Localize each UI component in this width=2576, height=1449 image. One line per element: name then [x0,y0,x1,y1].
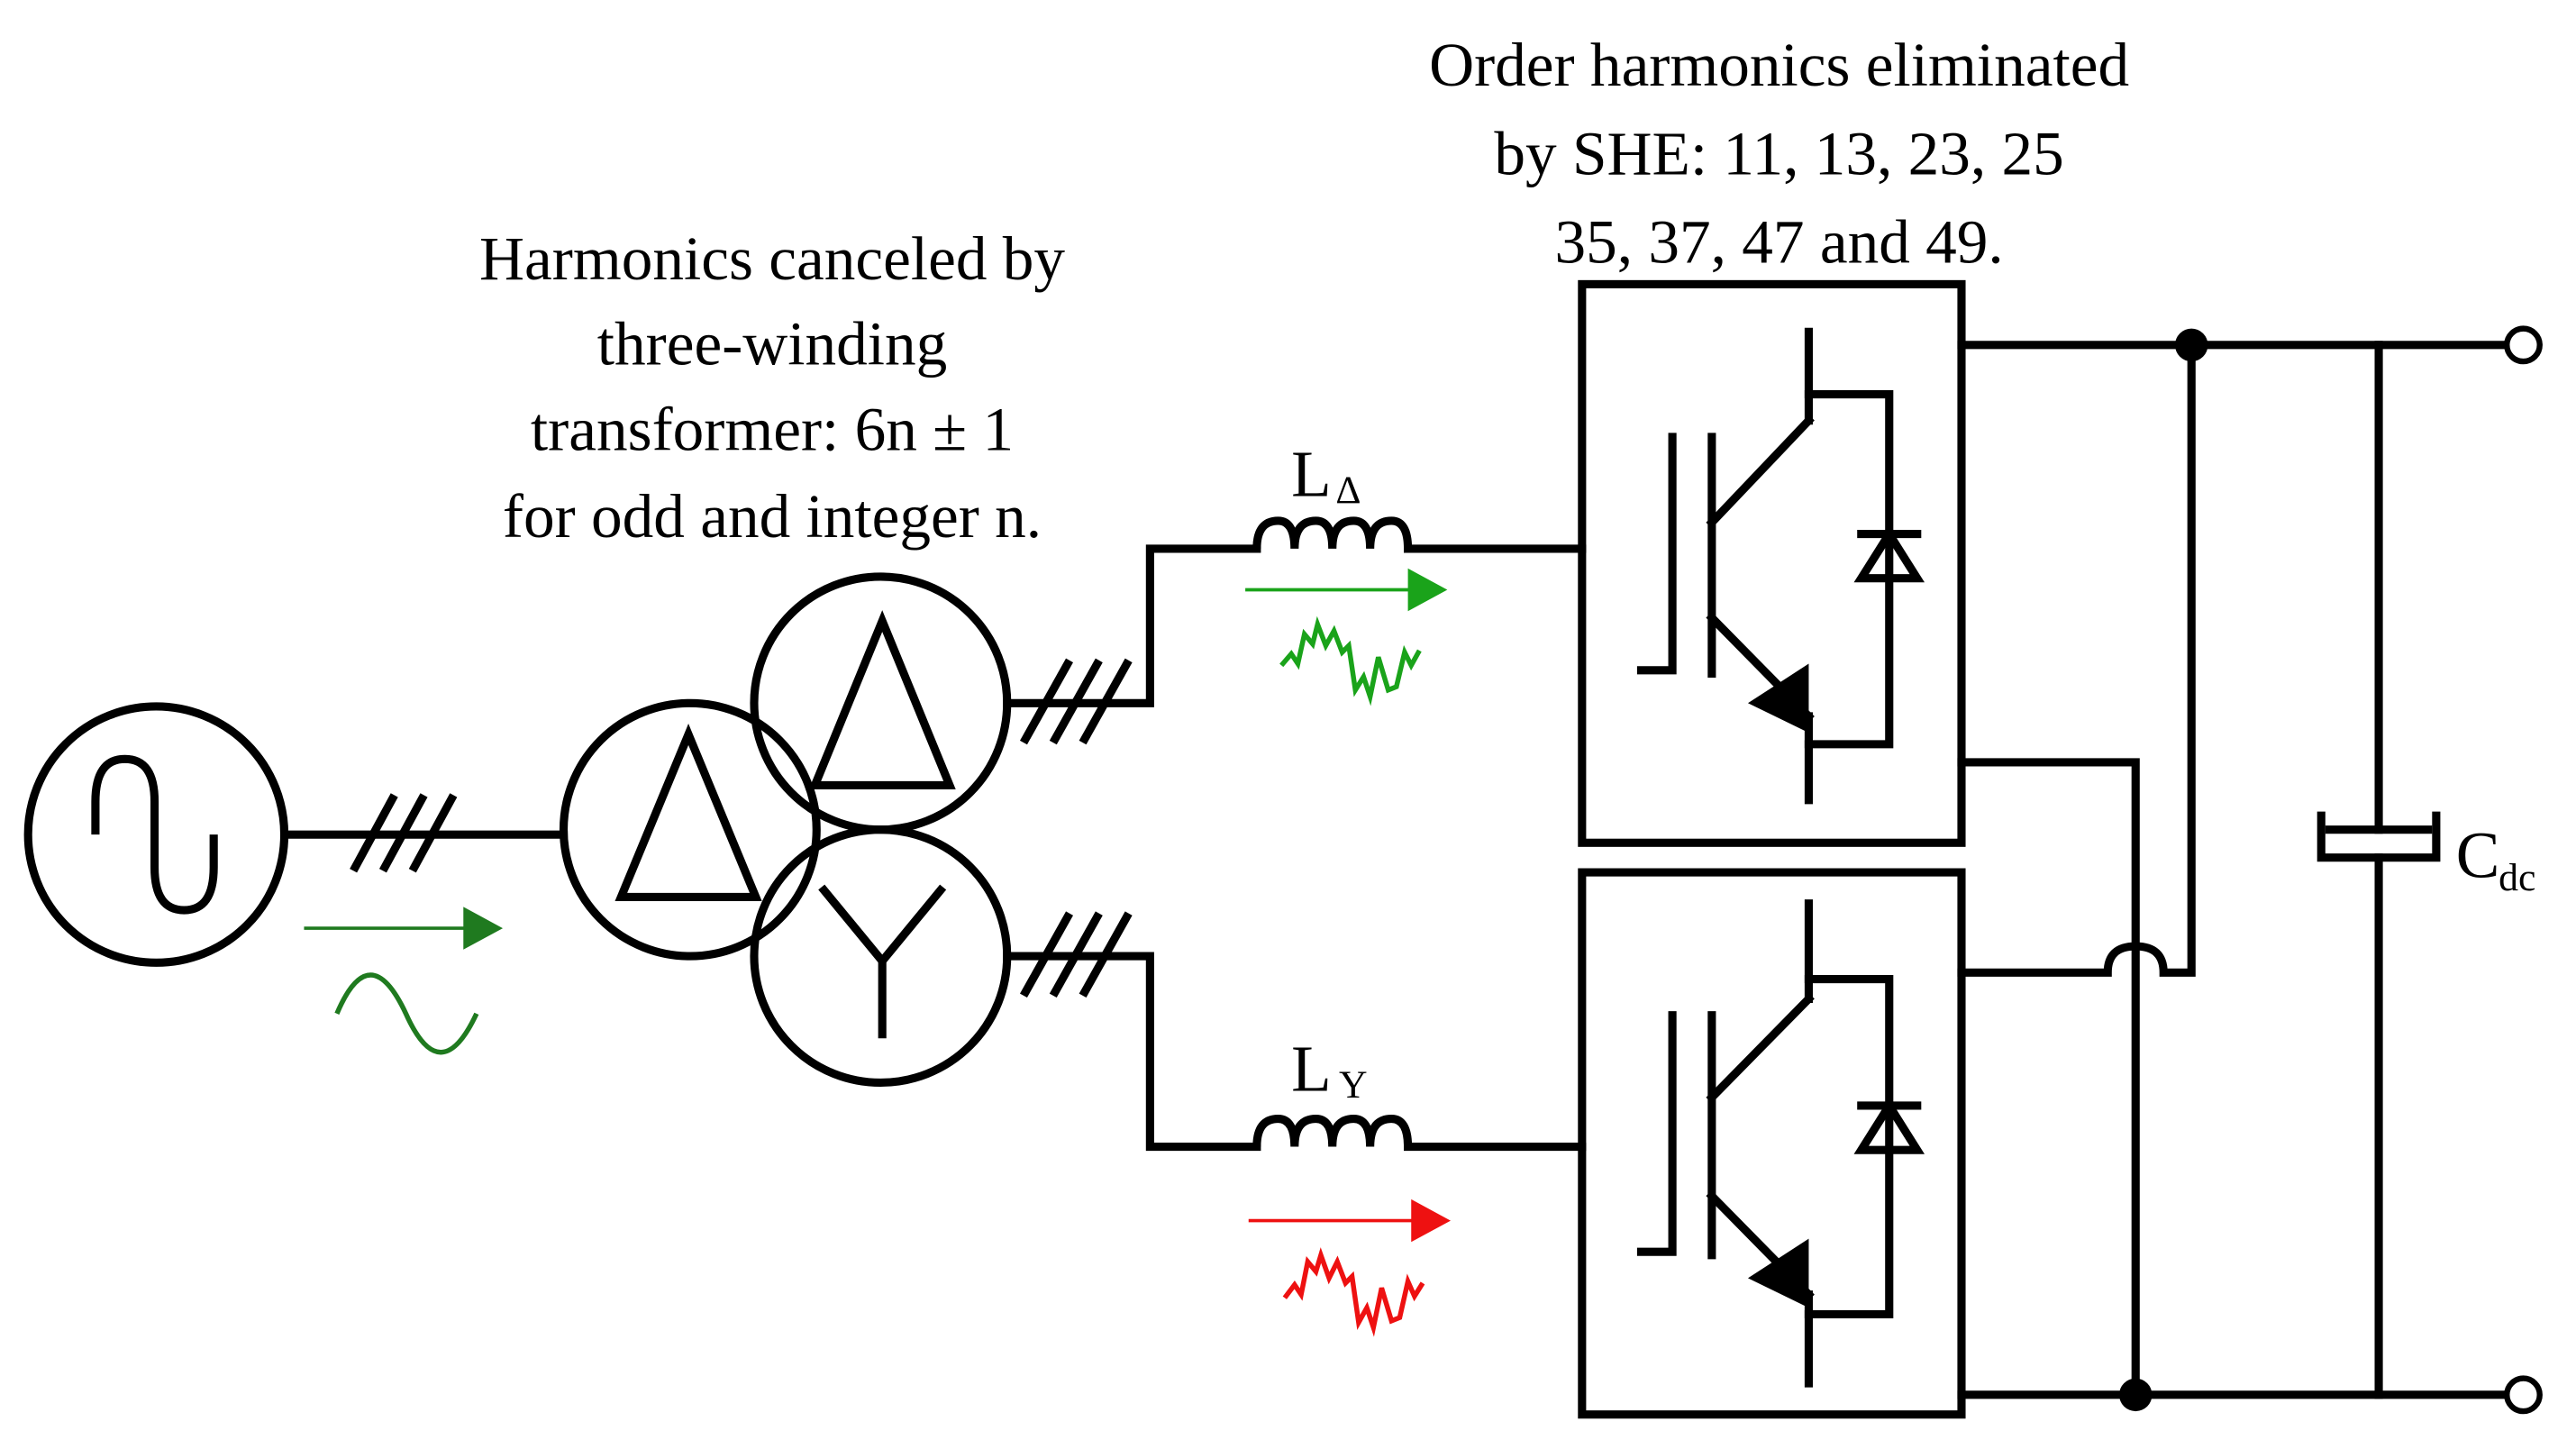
upper-midpoint-link [1957,758,2140,1399]
diode-icon [1853,525,1925,583]
positive-terminal [2504,325,2543,365]
three-phase-hash-icon [1019,658,1133,745]
igbt-icon [1636,327,1815,805]
delta-current-indicator [1245,568,1448,706]
diode-icon [1853,1098,1925,1154]
inductor-y: L Y [1252,1033,1413,1147]
delta-secondary-line [1003,544,1261,707]
capacitor-label: C [2456,819,2500,892]
negative-terminal [2504,1375,2543,1415]
three-phase-hash-icon [350,793,458,873]
lower-converter-module [1578,868,1966,1419]
lower-midpoint-link [1957,341,2196,977]
delta-winding-icon [750,572,1012,834]
inductor-y-label: L [1291,1033,1332,1106]
upper-freewheel-path [1804,389,1894,749]
inductor-delta: L Δ [1252,438,1413,550]
three-phase-hash-icon [1019,911,1133,998]
she-note-line-3: 35, 37, 47 and 49. [1554,207,2003,277]
wye-winding-icon [750,825,1012,1087]
she-note-line-1: Order harmonics eliminated [1429,30,2129,99]
ac-source-icon [23,702,289,967]
wye-current-indicator [1248,1198,1451,1337]
inductor-y-subscript: Y [1339,1063,1368,1107]
delta-winding-icon [559,698,821,961]
grid-current-indicator [304,907,504,1055]
she-note-line-2: by SHE: 11, 13, 23, 25 [1494,118,2063,187]
she-note: Order harmonics eliminated by SHE: 11, 1… [1429,30,2129,277]
inductor-delta-subscript: Δ [1335,469,1361,512]
transformer-note: Harmonics canceled by three-winding tran… [479,223,1065,551]
capacitor-subscript: dc [2499,856,2535,899]
igbt-icon [1636,899,1815,1388]
dc-capacitor: C dc [2317,341,2535,1399]
transformer-note-line-2: three-winding [597,309,948,378]
wye-secondary-line [1003,952,1261,1152]
transformer-note-line-3: transformer: 6n ± 1 [531,395,1014,464]
transformer-note-line-4: for odd and integer n. [503,481,1042,551]
transformer-note-line-1: Harmonics canceled by [479,223,1065,293]
inductor-delta-label: L [1291,438,1332,511]
upper-converter-module [1578,279,1966,847]
